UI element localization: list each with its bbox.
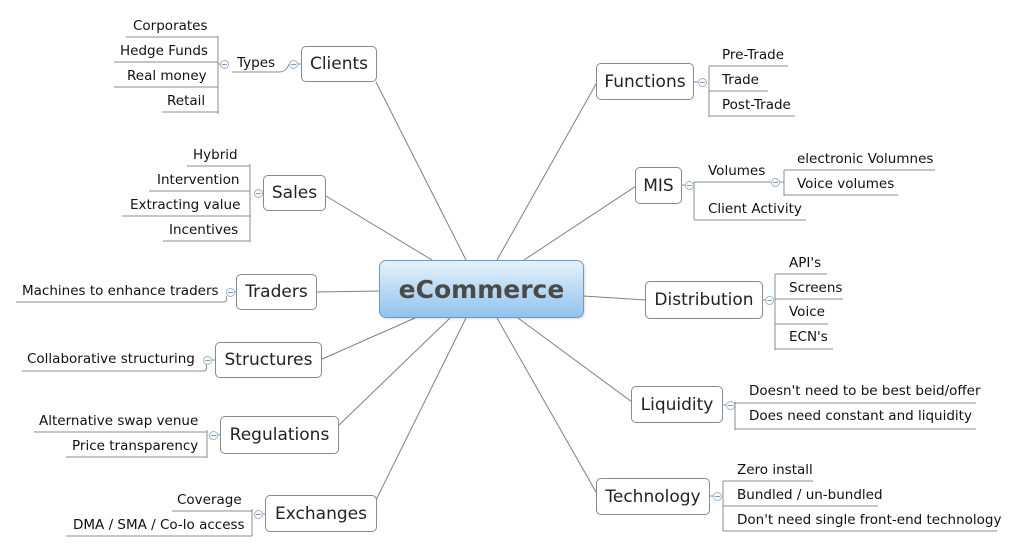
collapse-exchanges-icon[interactable] bbox=[254, 510, 263, 519]
subtopic-trade[interactable]: Trade bbox=[722, 72, 759, 88]
collapse-traders-icon[interactable] bbox=[226, 288, 235, 297]
subtopic-coverage[interactable]: Coverage bbox=[177, 492, 242, 508]
topic-exchanges[interactable]: Exchanges bbox=[265, 495, 377, 532]
subtopic-machines-to-enhance-traders[interactable]: Machines to enhance traders bbox=[22, 283, 219, 299]
subtopic-pre-trade[interactable]: Pre-Trade bbox=[722, 47, 785, 63]
subtopic-extracting-value[interactable]: Extracting value bbox=[130, 197, 241, 213]
central-links bbox=[315, 81, 647, 501]
collapse-types-icon[interactable] bbox=[220, 60, 229, 69]
subtopic-screens[interactable]: Screens bbox=[789, 280, 843, 296]
collapse-distribution-icon[interactable] bbox=[765, 296, 774, 305]
subtopic-real-money[interactable]: Real money bbox=[127, 68, 207, 84]
subtopic-voice[interactable]: Voice bbox=[789, 304, 825, 320]
topic-clients[interactable]: Clients bbox=[301, 46, 377, 82]
sub-links bbox=[16, 36, 997, 537]
collapse-mis-icon[interactable] bbox=[685, 181, 694, 190]
topic-traders[interactable]: Traders bbox=[236, 274, 317, 310]
collapse-sales-icon[interactable] bbox=[254, 189, 263, 198]
topic-regulations[interactable]: Regulations bbox=[220, 416, 339, 454]
collapse-liquidity-icon[interactable] bbox=[726, 401, 735, 410]
topic-technology[interactable]: Technology bbox=[596, 478, 710, 515]
collapse-functions-icon[interactable] bbox=[698, 78, 707, 87]
subtopic-ecns[interactable]: ECN's bbox=[789, 329, 828, 345]
subtopic-not-best-bid-offer[interactable]: Doesn't need to be best beid/offer bbox=[749, 383, 981, 399]
collapse-clients-icon[interactable] bbox=[289, 60, 298, 69]
subtopic-voice-volumes[interactable]: Voice volumes bbox=[797, 176, 895, 192]
topic-structures[interactable]: Structures bbox=[215, 342, 322, 378]
subtopic-incentives[interactable]: Incentives bbox=[169, 222, 239, 238]
subtopic-bundled-unbundled[interactable]: Bundled / un-bundled bbox=[737, 487, 883, 503]
subtopic-retail[interactable]: Retail bbox=[167, 93, 206, 109]
collapse-technology-icon[interactable] bbox=[713, 492, 722, 501]
subtopic-hedge-funds[interactable]: Hedge Funds bbox=[120, 43, 208, 59]
collapse-volumes-icon[interactable] bbox=[771, 178, 780, 187]
topic-sales[interactable]: Sales bbox=[263, 175, 326, 211]
subtopic-client-activity[interactable]: Client Activity bbox=[708, 201, 802, 217]
collapse-structures-icon[interactable] bbox=[203, 356, 212, 365]
central-topic[interactable]: eCommerce bbox=[379, 260, 584, 318]
subtopic-dma-sma-colo-access[interactable]: DMA / SMA / Co-lo access bbox=[73, 517, 245, 533]
subtopic-constant-liquidity[interactable]: Does need constant and liquidity bbox=[749, 408, 972, 424]
subtopic-collaborative-structuring[interactable]: Collaborative structuring bbox=[27, 351, 195, 367]
subtopic-apis[interactable]: API's bbox=[789, 255, 822, 271]
subtopic-alternative-swap-venue[interactable]: Alternative swap venue bbox=[39, 413, 199, 429]
subtopic-post-trade[interactable]: Post-Trade bbox=[722, 97, 791, 113]
topic-mis[interactable]: MIS bbox=[635, 167, 682, 204]
subtopic-types[interactable]: Types bbox=[237, 55, 276, 71]
subtopic-hybrid[interactable]: Hybrid bbox=[193, 147, 238, 163]
subtopic-corporates[interactable]: Corporates bbox=[133, 18, 208, 34]
subtopic-price-transparency[interactable]: Price transparency bbox=[72, 438, 199, 454]
subtopic-intervention[interactable]: Intervention bbox=[157, 172, 240, 188]
topic-liquidity[interactable]: Liquidity bbox=[631, 386, 723, 423]
subtopic-electronic-volumnes[interactable]: electronic Volumnes bbox=[797, 151, 934, 167]
collapse-regulations-icon[interactable] bbox=[209, 431, 218, 440]
topic-functions[interactable]: Functions bbox=[596, 63, 694, 100]
subtopic-volumes[interactable]: Volumes bbox=[708, 163, 766, 179]
subtopic-zero-install[interactable]: Zero install bbox=[737, 462, 813, 478]
subtopic-single-front-end[interactable]: Don't need single front-end technology bbox=[737, 512, 1002, 528]
topic-distribution[interactable]: Distribution bbox=[645, 281, 763, 319]
